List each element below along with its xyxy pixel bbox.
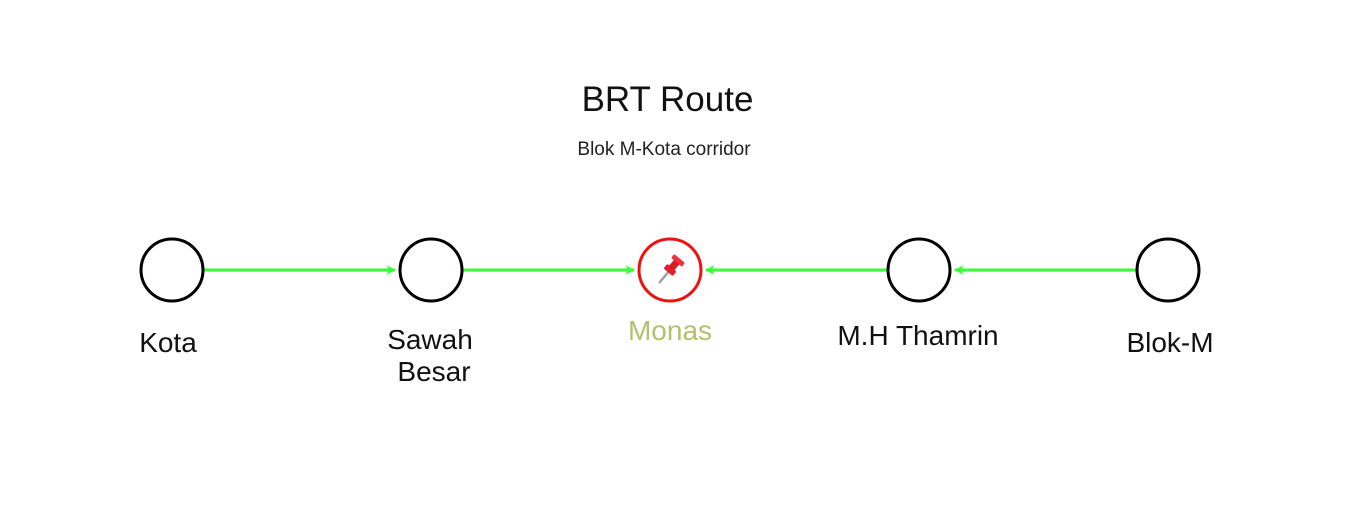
station-name: Monas: [627, 315, 713, 346]
station-node-kota[interactable]: [139, 237, 205, 303]
station-name: Blok-M: [1126, 327, 1214, 358]
station-node-blok-m[interactable]: [1135, 237, 1201, 303]
pushpin-icon: [658, 254, 685, 284]
station-name: Kota: [139, 327, 197, 358]
station-node-mh-thamrin[interactable]: [886, 237, 952, 303]
diagram-title: BRT Route: [581, 80, 754, 119]
station-label-blok-m: Blok-M: [1100, 327, 1240, 359]
station-name: M.H Thamrin: [837, 320, 999, 351]
station-label-monas: Monas: [600, 315, 740, 347]
station-label-sawah-besar: Sawah Besar: [360, 324, 500, 388]
station-label-mh-thamrin: M.H Thamrin: [818, 320, 1018, 352]
station-name-line2: Besar: [397, 356, 471, 387]
station-label-kota: Kota: [112, 327, 224, 359]
station-node-sawah-besar[interactable]: [398, 237, 464, 303]
diagram-subtitle: Blok M-Kota corridor: [577, 139, 751, 160]
station-name: Sawah: [387, 324, 473, 355]
